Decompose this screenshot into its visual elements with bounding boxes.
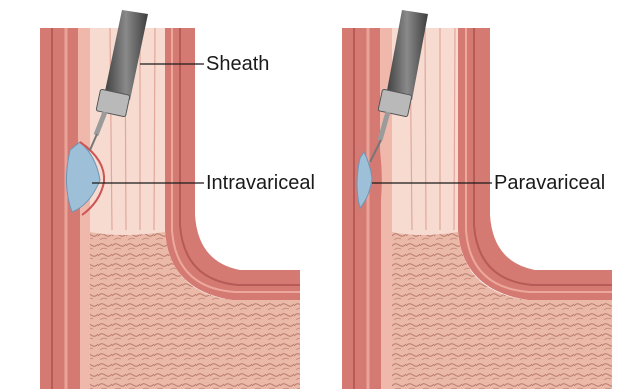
right-panel [342,10,612,389]
paravariceal-label: Paravariceal [494,173,605,193]
sheath-label: Sheath [206,54,269,74]
intravariceal-label: Intravariceal [206,173,315,193]
